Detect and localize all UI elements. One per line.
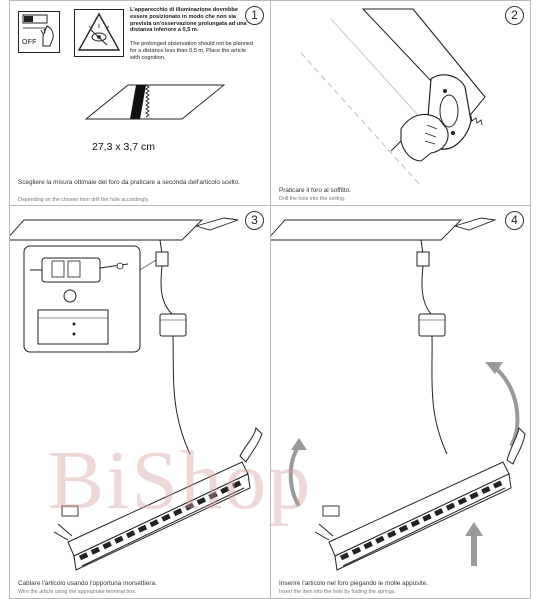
wiring-drawing bbox=[10, 217, 263, 571]
step-4-caption-english: Insert the item into the hole by folding… bbox=[279, 589, 396, 595]
switch-off-label: OFF bbox=[22, 39, 37, 46]
insert-drawing bbox=[271, 217, 526, 571]
step-2-caption-italian: Praticare il foro al soffitto. bbox=[279, 187, 351, 194]
step-1-caption-english: Depending on the chosen item drill the h… bbox=[18, 197, 150, 203]
eye-warning-icon bbox=[74, 9, 124, 57]
saw-cutting-drawing bbox=[300, 8, 486, 187]
cutout-dimension: 27,3 x 3,7 cm bbox=[92, 141, 156, 153]
step-3-caption-english: Wire the article using the appropriate t… bbox=[18, 589, 137, 595]
step-1-caption-italian: Scegliere la misura ottimale del foro da… bbox=[18, 179, 241, 186]
power-switch-off-icon bbox=[18, 11, 60, 53]
step-4-caption-italian: Inserire l'articolo nel foro piegando le… bbox=[279, 580, 429, 587]
step-number: 3 bbox=[245, 211, 264, 230]
warning-text-english: The prolonged observation should not be … bbox=[130, 41, 254, 61]
step-2-panel: 2 Praticare il foro al soffitto. Drill t… bbox=[270, 0, 531, 206]
step-number: 4 bbox=[505, 211, 524, 230]
step-3-panel: 3 bbox=[9, 205, 271, 599]
step-number: 1 bbox=[245, 6, 264, 25]
step-4-panel: 4 Inserire l'artic bbox=[270, 205, 531, 599]
step-1-panel: 1 OFF L'apparecchio di illuminazi bbox=[9, 0, 271, 206]
warning-text-italian: L'apparecchio di illuminazione dovrebbe … bbox=[130, 7, 247, 34]
step-number: 2 bbox=[505, 6, 524, 25]
ceiling-cut-drawing bbox=[84, 84, 226, 120]
instruction-sheet: 1 OFF L'apparecchio di illuminazi bbox=[9, 0, 531, 599]
step-2-caption-english: Drill the hole into the ceiling. bbox=[279, 196, 346, 202]
step-3-caption-italian: Cablare l'articolo usando l'opportuna mo… bbox=[18, 580, 157, 587]
